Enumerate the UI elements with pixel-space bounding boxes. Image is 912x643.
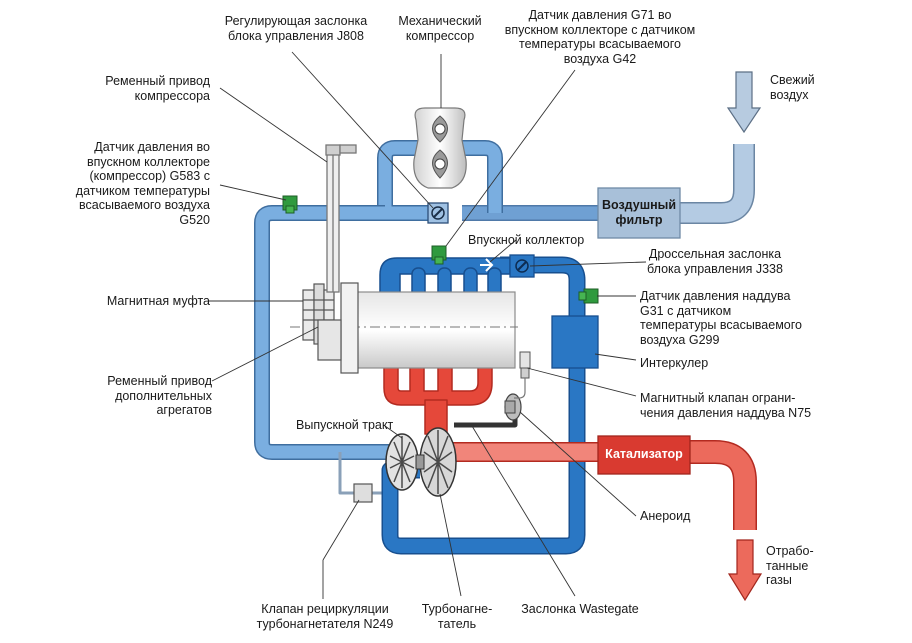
- fresh-air-arrow: [726, 71, 762, 134]
- engine-block: [290, 291, 518, 369]
- label-g31: Датчик давления наддува G31 с датчиком т…: [640, 289, 802, 347]
- leader-lines: [208, 51, 647, 599]
- label-j808: Регулирующая заслонка блока управления J…: [224, 14, 368, 43]
- turbocharger: [385, 427, 457, 497]
- air-filter: [597, 187, 681, 239]
- label-catalyst: Катализатор: [605, 447, 683, 461]
- sensor-g583: [282, 195, 298, 214]
- label-j338: Дроссельная заслонка блока управления J3…: [647, 247, 783, 276]
- exhaust-path: [383, 363, 757, 530]
- boost-flow-arrow: [480, 258, 494, 272]
- label-belt-compressor: Ременный привод компрессора: [105, 74, 210, 103]
- exhaust-gas-arrow: [727, 539, 763, 602]
- mechanical-compressor: [413, 107, 467, 189]
- boost-valve-n75: [514, 351, 531, 399]
- sensor-g31: [578, 288, 599, 304]
- label-aneroid: Анероид: [640, 509, 691, 523]
- label-wastegate: Заслонка Wastegate: [521, 602, 639, 616]
- label-turbocharger: Турбонагне- татель: [421, 602, 493, 631]
- magnetic-clutch: [302, 282, 359, 374]
- label-belt-aux: Ременный привод дополнительных агрегатов: [107, 374, 212, 417]
- label-g583: Датчик давления во впускном коллекторе (…: [75, 140, 210, 227]
- label-mechanical-compressor: Механический компрессор: [398, 14, 482, 43]
- sensor-g71: [431, 245, 447, 265]
- intercooler: [551, 315, 599, 369]
- label-air-filter: Воздушный фильтр: [601, 198, 677, 227]
- label-magnetic-clutch: Магнитная муфта: [106, 294, 210, 308]
- label-intake-manifold: Впускной коллектор: [468, 233, 585, 247]
- label-n249: Клапан рециркуляции турбонагнетателя N24…: [256, 602, 394, 631]
- label-n75: Магнитный клапан ограни- чения давления …: [640, 391, 812, 420]
- label-g71: Датчик давления G71 во впускном коллекто…: [504, 8, 696, 66]
- fresh-air-pipe: [462, 144, 755, 224]
- label-fresh-air: Свежий воздух: [770, 73, 815, 102]
- catalyst-box: [597, 435, 691, 475]
- label-exhaust-tract: Выпускной тракт: [296, 418, 394, 432]
- label-intercooler: Интеркулер: [640, 356, 709, 370]
- aneroid-actuator: [504, 393, 522, 421]
- label-exhaust-gas: Отрабо- танные газы: [766, 544, 814, 587]
- recirculation-valve-n249: [353, 483, 373, 503]
- compressor-belt: [325, 144, 357, 293]
